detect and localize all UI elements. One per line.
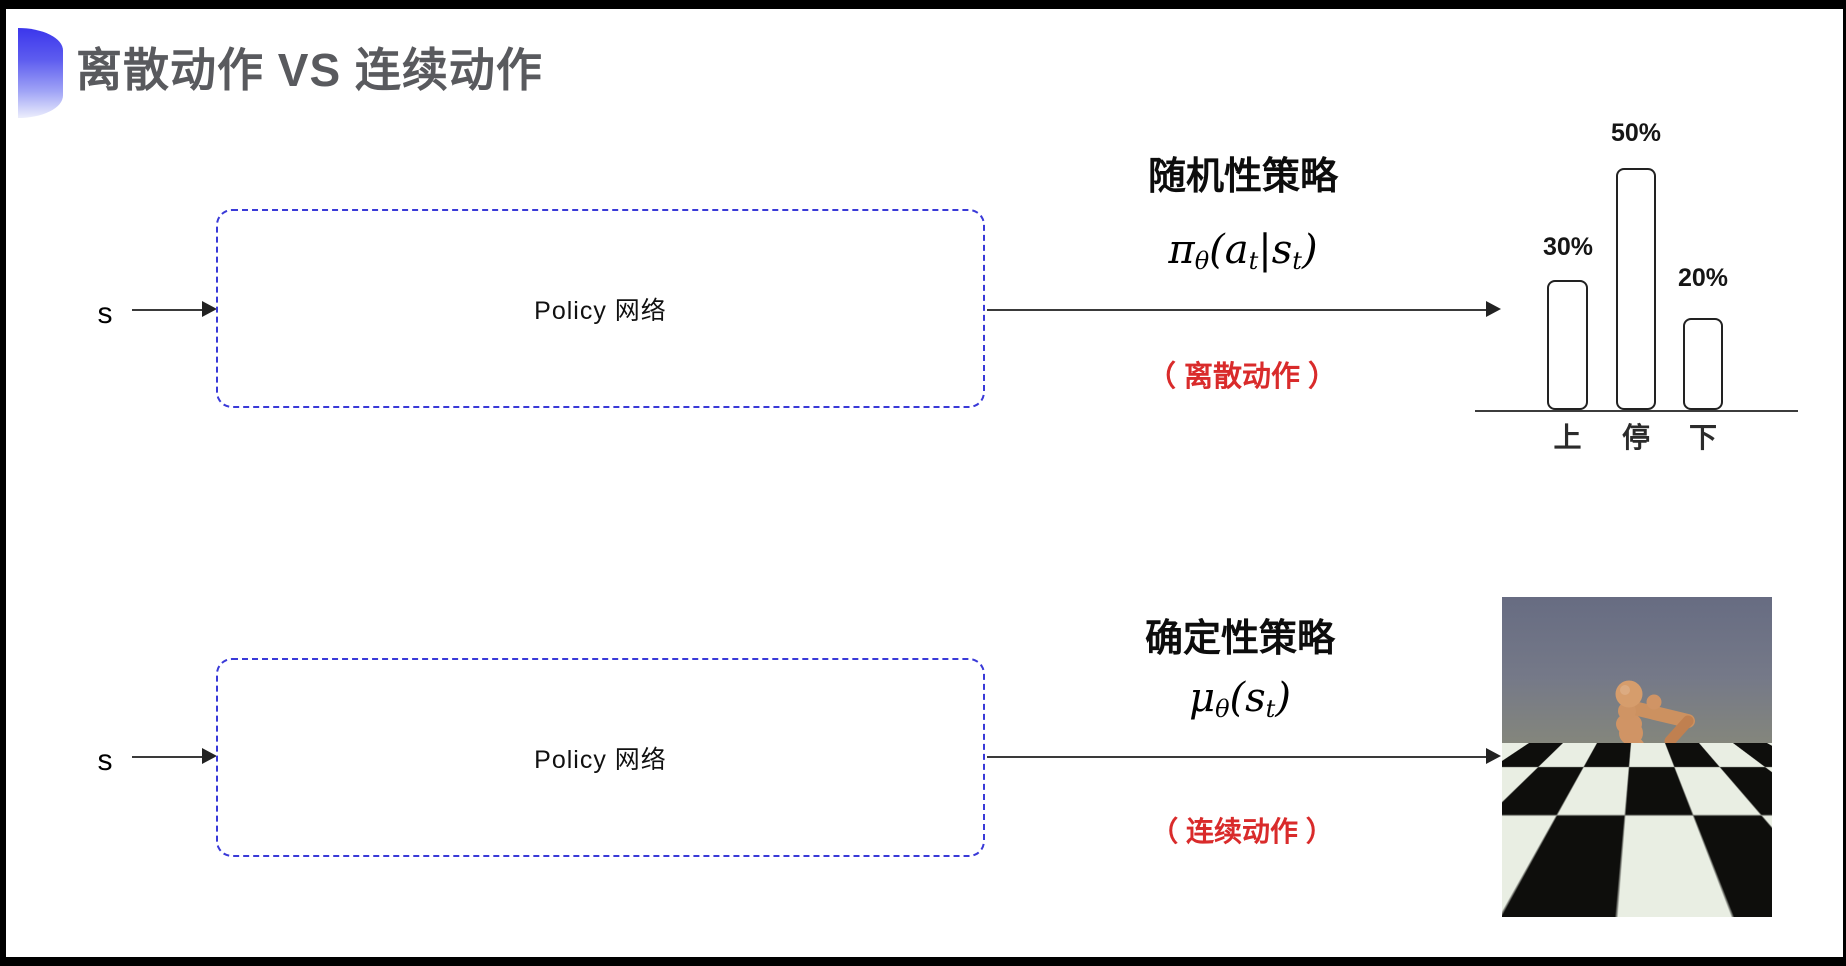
bar-label-up: 上 [1553,422,1582,453]
formula-theta-sub: θ [1194,247,1210,275]
output-arrow-head-top [1486,301,1501,317]
slide-title: 离散动作 VS 连续动作 [76,44,543,96]
bar-label-stop: 停 [1621,422,1650,453]
humanoid-robot-figure [1577,680,1702,862]
deterministic-policy-formula: μθ(st) [1090,676,1390,722]
policy-network-box-bottom: Policy 网络 [216,658,985,857]
bar-value-stop: 50% [1610,119,1662,147]
policy-network-label-bottom: Policy 网络 [534,745,667,774]
formula-close2: ) [1275,675,1291,721]
input-arrow-line-top [132,309,204,311]
formula-open-s: (s [1229,675,1266,721]
bar-down [1683,318,1723,410]
input-arrow-head-bottom [202,748,217,764]
title-accent-halfcircle [18,28,63,118]
state-input-label-top: s [97,297,113,330]
continuous-action-note: （ 连续动作 ） [1150,816,1334,847]
formula-theta-sub2: θ [1215,695,1230,723]
formula-t-sub2: t [1292,247,1302,275]
bar-chart-axis [1475,410,1798,412]
discrete-action-note: （ 离散动作 ） [1146,361,1338,393]
formula-bar-s: |s [1258,227,1293,273]
formula-mu: μ [1189,675,1216,721]
formula-close: ) [1301,227,1318,273]
input-arrow-head-top [202,301,217,317]
output-arrow-line-top [987,309,1486,311]
formula-open-a: (a [1209,227,1249,273]
output-arrow-head-bottom [1486,748,1501,764]
bar-label-down: 下 [1688,422,1717,453]
bar-value-up: 30% [1542,233,1594,261]
deterministic-policy-label: 确定性策略 [1144,618,1335,660]
input-arrow-line-bottom [132,756,204,758]
humanoid-simulation-image [1502,597,1772,917]
formula-pi: π [1168,227,1195,273]
formula-t-sub1: t [1248,247,1259,275]
stochastic-policy-label: 随机性策略 [1147,156,1338,198]
stochastic-policy-formula: πθ(at|st) [1093,228,1393,274]
state-input-label-bottom: s [97,744,113,777]
policy-network-label-top: Policy 网络 [534,296,667,325]
bar-stop [1616,168,1656,410]
bar-up [1547,280,1588,410]
output-arrow-line-bottom [987,756,1486,758]
policy-network-box-top: Policy 网络 [216,209,985,408]
bar-value-down: 20% [1677,264,1729,292]
formula-t-sub3: t [1265,695,1276,723]
